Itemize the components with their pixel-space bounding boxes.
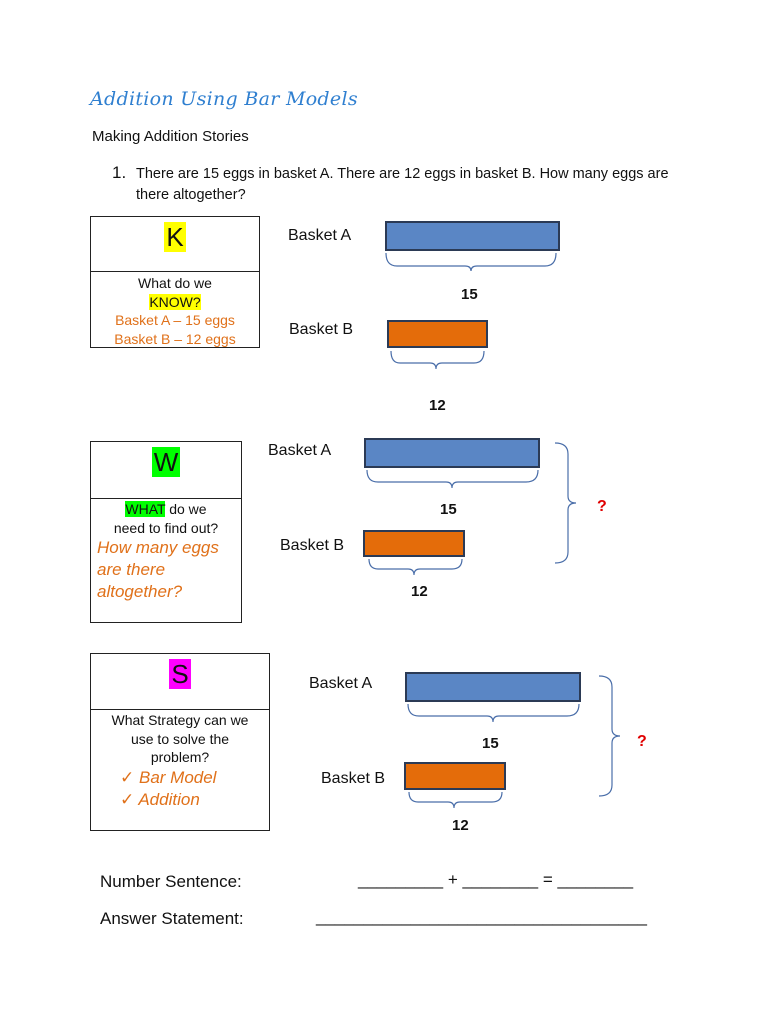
s-letter: S — [169, 659, 191, 689]
model2-brace-a — [366, 469, 539, 489]
model1-brace-a — [385, 252, 557, 272]
k-fact-b: Basket B – 12 eggs — [114, 330, 236, 347]
answer-statement-blank[interactable]: ___________________________________ — [316, 907, 647, 926]
number-sentence-label: Number Sentence: — [100, 872, 242, 891]
w-letter-row: W — [91, 442, 241, 499]
k-box: K What do we KNOW? Basket A – 15 eggs Ba… — [90, 216, 260, 348]
s-letter-row: S — [91, 654, 269, 710]
w-body: WHAT do we need to find out? How many eg… — [91, 500, 241, 603]
w-box: W WHAT do we need to find out? How many … — [90, 441, 242, 623]
s-item-2-row: ✓ Addition — [101, 789, 259, 811]
w-letter: W — [151, 447, 181, 477]
answer-statement-label: Answer Statement: — [100, 909, 244, 928]
s-item-1: Bar Model — [138, 767, 217, 787]
w-answer: How many eggs are there altogether? — [97, 538, 219, 601]
model3-label-b: Basket B — [321, 770, 386, 787]
model1-value-b: 12 — [429, 397, 446, 414]
page-title: Addition Using Bar Models — [90, 88, 358, 110]
check-icon: ✓ — [120, 767, 135, 787]
k-prompt-1: What do we — [138, 275, 212, 291]
s-item-2: Addition — [138, 789, 200, 809]
s-body: What Strategy can we use to solve the pr… — [101, 711, 259, 811]
model3-brace-b — [408, 791, 503, 809]
model3-total-brace — [598, 675, 621, 797]
model2-label-a: Basket A — [268, 442, 332, 459]
k-letter-row: K — [91, 217, 259, 272]
model1-bar-b — [387, 320, 488, 348]
k-fact-a: Basket A – 15 eggs — [115, 312, 235, 328]
s-item-1-row: ✓ Bar Model — [101, 767, 259, 789]
k-prompt-2: KNOW? — [149, 293, 201, 310]
model1-label-b: Basket B — [289, 321, 354, 338]
model2-bar-b — [363, 530, 465, 557]
page-subtitle: Making Addition Stories — [92, 128, 249, 145]
model1-label-a: Basket A — [288, 227, 352, 244]
w-prompt-highlight: WHAT — [125, 501, 166, 517]
model2-total-brace — [554, 442, 577, 564]
number-sentence-blank[interactable]: _________ + ________ = ________ — [358, 870, 634, 889]
w-prompt-2: need to find out? — [113, 519, 219, 536]
model3-bar-b — [404, 762, 506, 790]
s-prompt: What Strategy can we use to solve the pr… — [111, 712, 249, 765]
k-letter: K — [164, 222, 186, 252]
model1-brace-b — [390, 350, 485, 370]
model2-brace-b — [368, 558, 463, 576]
w-prompt-rest: do we — [165, 501, 207, 517]
check-icon: ✓ — [120, 789, 135, 809]
model1-value-a: 15 — [461, 286, 478, 303]
model3-value-a: 15 — [482, 735, 499, 752]
s-box: S What Strategy can we use to solve the … — [90, 653, 270, 831]
model3-brace-a — [407, 703, 580, 723]
model1-bar-a — [385, 221, 560, 251]
k-body: What do we KNOW? Basket A – 15 eggs Bask… — [91, 274, 259, 348]
model2-value-b: 12 — [411, 583, 428, 600]
model2-question-mark: ? — [597, 498, 607, 515]
model3-value-b: 12 — [452, 817, 469, 834]
model3-label-a: Basket A — [309, 675, 373, 692]
model3-bar-a — [405, 672, 581, 702]
model2-bar-a — [364, 438, 540, 468]
question-number: 1. — [112, 163, 127, 182]
model2-label-b: Basket B — [280, 537, 345, 554]
model2-value-a: 15 — [440, 501, 457, 518]
model3-question-mark: ? — [637, 733, 647, 750]
question-text: There are 15 eggs in basket A. There are… — [136, 166, 669, 203]
